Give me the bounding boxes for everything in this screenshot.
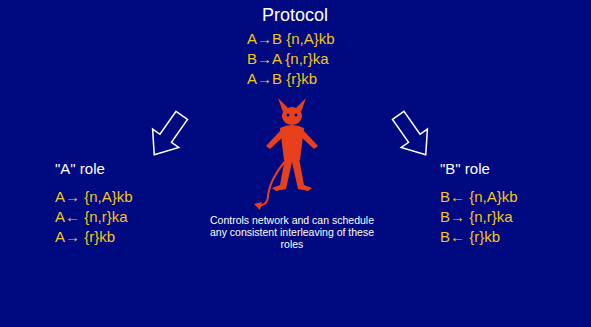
role-step: A→ {r}kb [55,228,115,245]
role-step: B← {n,A}kb [440,188,518,205]
devil-caption: Controls network and can schedule any co… [207,214,377,250]
title-label: Protocol [262,5,328,26]
hollow-arrow [385,106,439,164]
protocol-step: B→A {n,r}ka [247,50,329,67]
role-step: B→ {n,r}ka [440,208,513,225]
devil-figure [254,98,318,210]
role-step: A← {n,r}ka [55,208,128,225]
protocol-step: A→B {n,A}kb [247,30,335,47]
role-heading: "A" role [55,160,105,177]
role-step: A→ {n,A}kb [55,188,133,205]
hollow-arrow [141,106,195,164]
role-heading: "B" role [440,160,490,177]
role-step: B← {r}kb [440,228,500,245]
protocol-step: A→B {r}kb [247,70,317,87]
